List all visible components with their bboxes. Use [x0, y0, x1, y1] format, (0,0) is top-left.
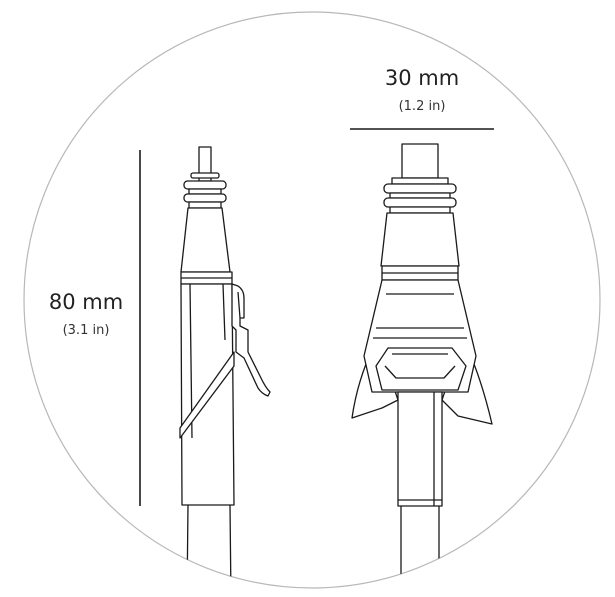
height-dimension-imperial: (3.1 in)	[62, 323, 110, 338]
height-dimension-label: 80 mm	[48, 290, 124, 314]
width-dimension-label: 30 mm	[384, 66, 460, 90]
side-view-connector	[179, 146, 271, 588]
width-dimension-imperial: (1.2 in)	[398, 99, 446, 114]
front-view-connector	[351, 143, 493, 588]
background-circle	[23, 11, 601, 589]
